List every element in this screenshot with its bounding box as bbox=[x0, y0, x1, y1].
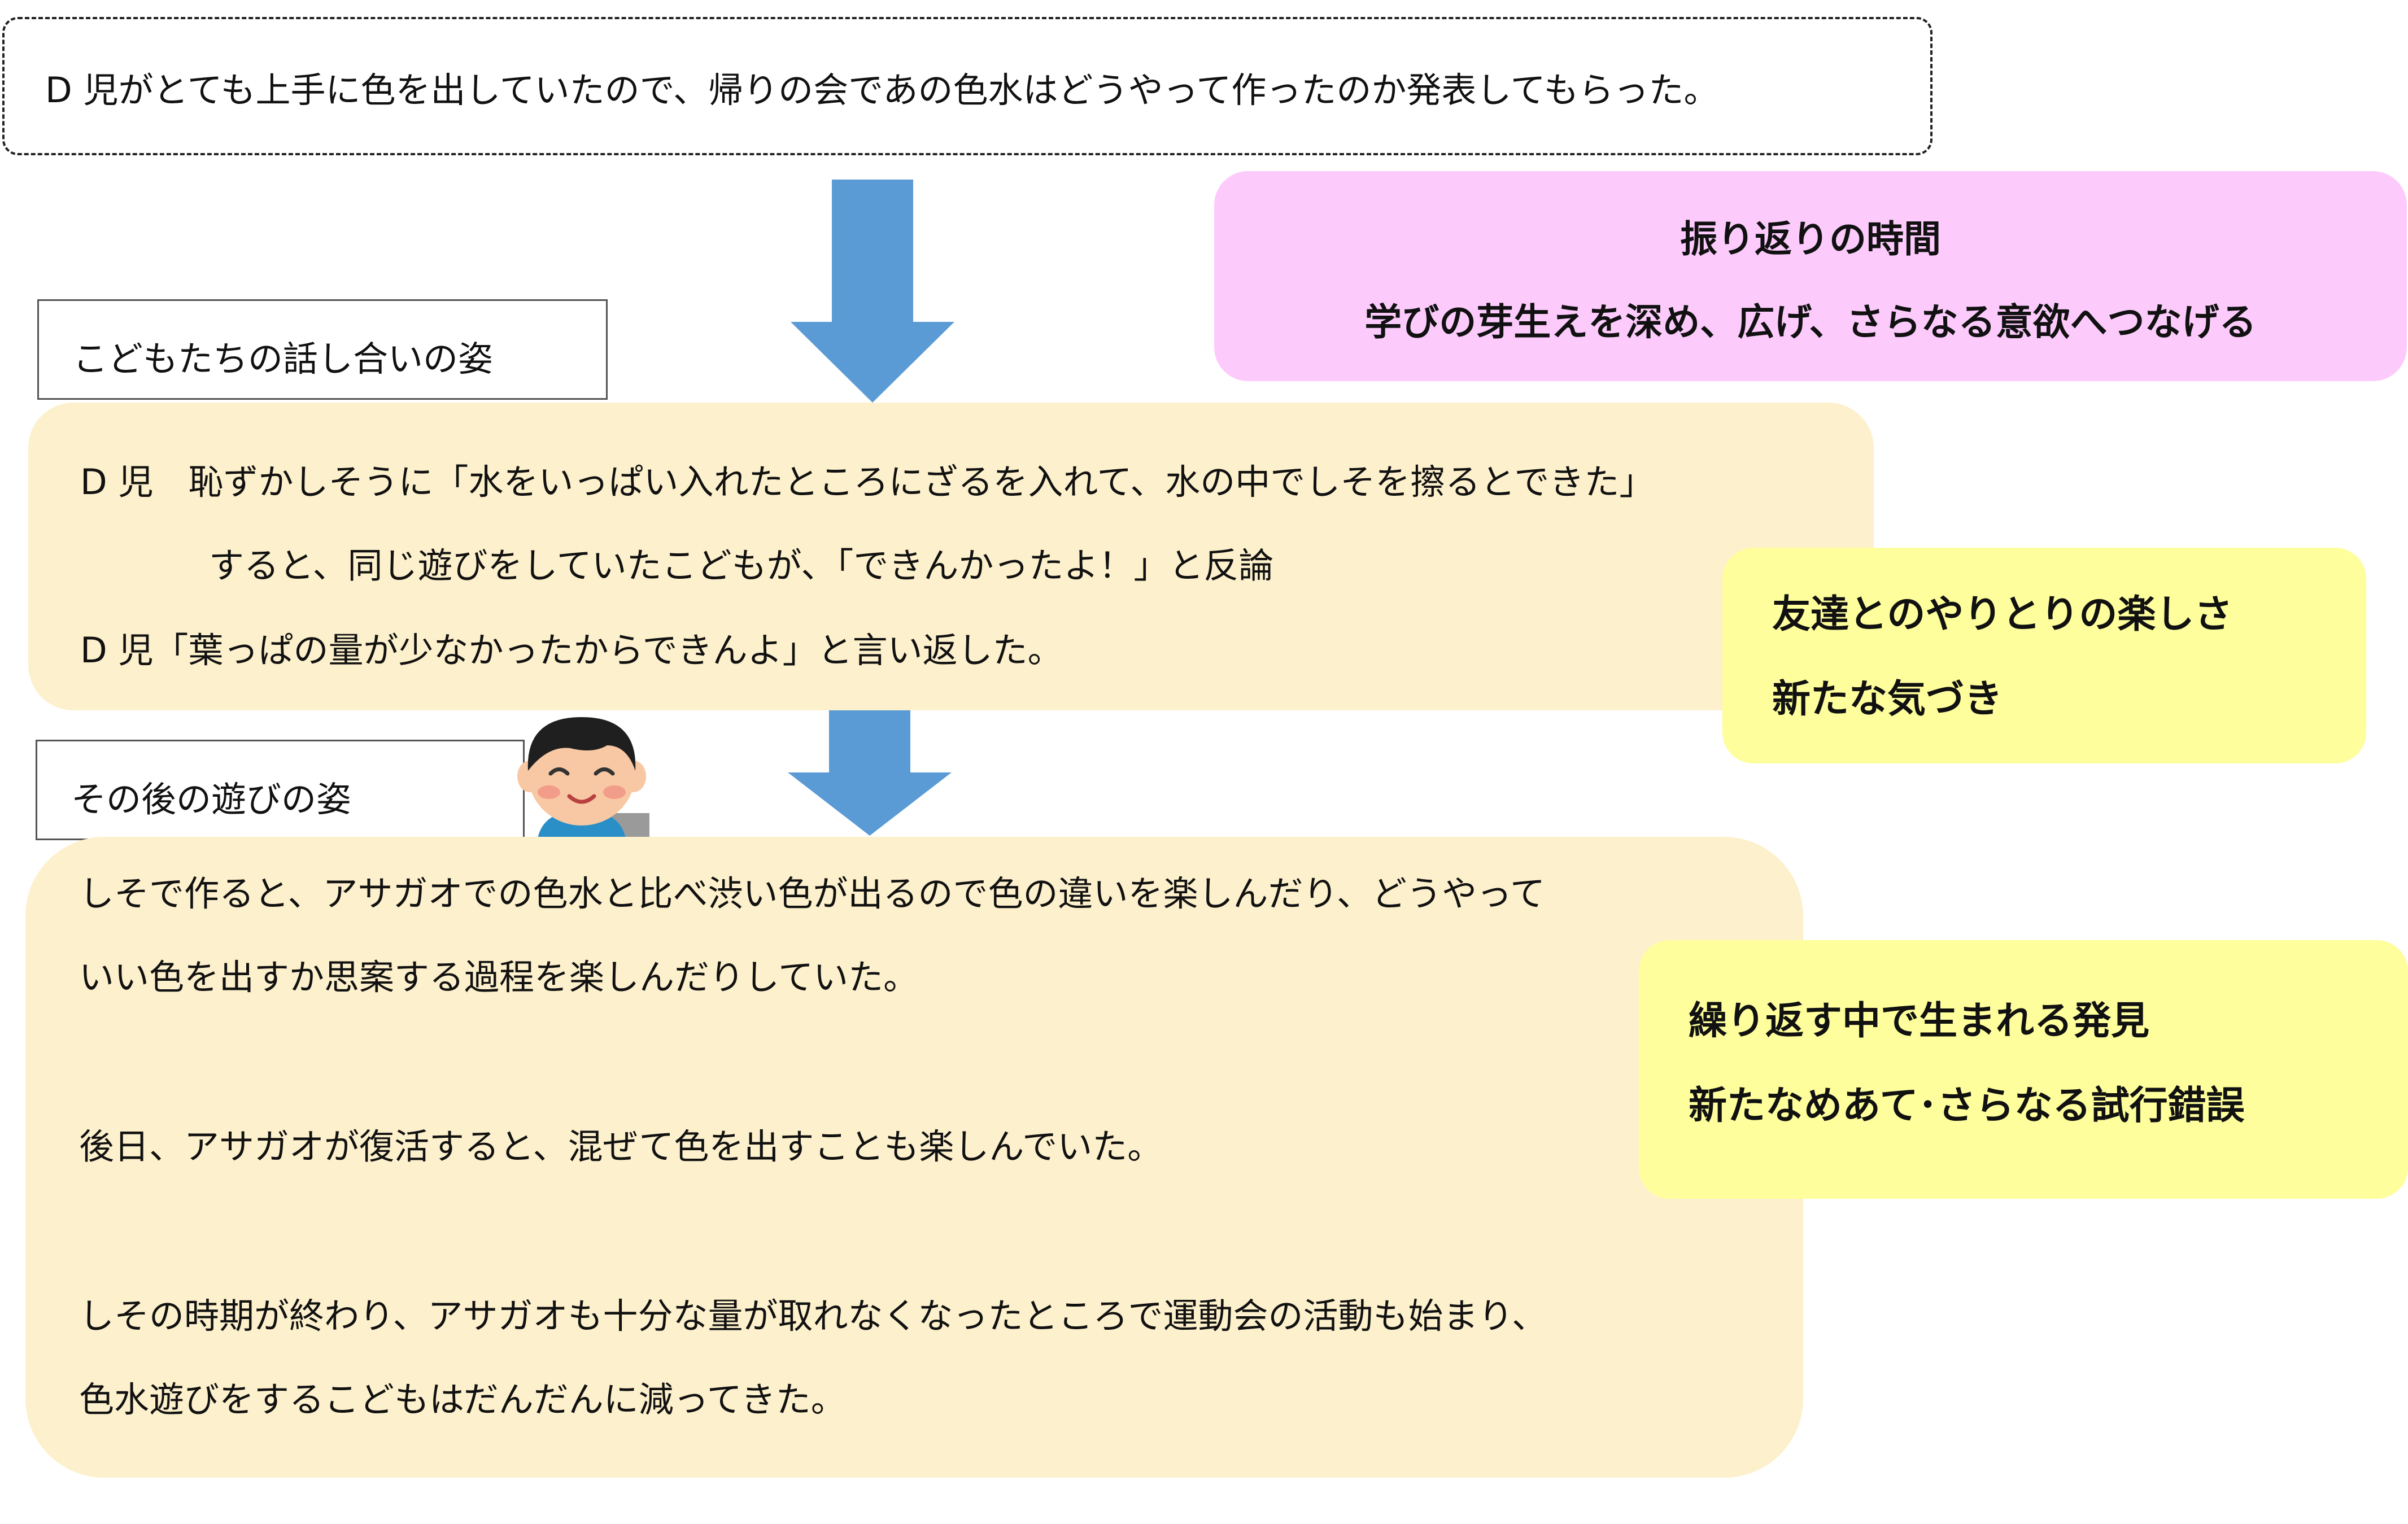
intro-box: D 児がとても上手に色を出していたので、帰りの会であの色水はどうやって作ったのか… bbox=[2, 17, 1932, 155]
down-arrow-icon bbox=[791, 180, 954, 403]
discussion-label-box: こどもたちの話し合いの姿 bbox=[37, 299, 608, 400]
afterplay-line-1: しそで作ると、アサガオでの色水と比べ渋い色が出るので色の違いを楽しんだり、どうや… bbox=[79, 873, 1545, 914]
reflection-title: 振り返りの時間 bbox=[1680, 217, 1941, 261]
friends-line-2: 新たな気づき bbox=[1772, 677, 2003, 722]
afterplay-label-box: その後の遊びの姿 bbox=[36, 740, 525, 840]
afterplay-line-2: いい色を出すか思案する過程を楽しんだりしていた。 bbox=[79, 957, 919, 998]
discovery-line-2: 新たなめあて･さらなる試行錯誤 bbox=[1689, 1084, 2245, 1128]
down-arrow-icon bbox=[788, 710, 952, 836]
smiling-child-icon bbox=[517, 717, 649, 850]
friends-insight-box: 友達とのやりとりの楽しさ 新たな気づき bbox=[1722, 548, 2366, 763]
afterplay-label: その後の遊びの姿 bbox=[71, 779, 352, 820]
discussion-line-2: すると、同じ遊びをしていたこどもが、「できんかったよ！」と反論 bbox=[209, 545, 1274, 586]
discovery-line-1: 繰り返す中で生まれる発見 bbox=[1689, 999, 2150, 1043]
afterplay-line-4: しその時期が終わり、アサガオも十分な量が取れなくなったところで運動会の活動も始ま… bbox=[79, 1295, 1547, 1337]
intro-text: D 児がとても上手に色を出していたので、帰りの会であの色水はどうやって作ったのか… bbox=[45, 69, 1719, 111]
afterplay-box: しそで作ると、アサガオでの色水と比べ渋い色が出るので色の違いを楽しんだり、どうや… bbox=[25, 837, 1803, 1478]
discussion-box: D 児 恥ずかしそうに「水をいっぱい入れたところにざるを入れて、水の中でしそを擦… bbox=[28, 403, 1874, 710]
discussion-label: こどもたちの話し合いの姿 bbox=[73, 338, 494, 379]
afterplay-line-5: 色水遊びをするこどもはだんだんに減ってきた。 bbox=[79, 1379, 846, 1420]
discussion-line-1: D 児 恥ずかしそうに「水をいっぱい入れたところにざるを入れて、水の中でしそを擦… bbox=[80, 461, 1655, 503]
friends-line-1: 友達とのやりとりの楽しさ bbox=[1772, 592, 2233, 637]
discovery-insight-box: 繰り返す中で生まれる発見 新たなめあて･さらなる試行錯誤 bbox=[1639, 940, 2408, 1199]
reflection-subtitle: 学びの芽生えを深め、広げ、さらなる意欲へつなげる bbox=[1364, 300, 2257, 344]
afterplay-line-3: 後日、アサガオが復活すると、混ぜて色を出すことも楽しんでいた。 bbox=[79, 1126, 1163, 1167]
reflection-box: 振り返りの時間 学びの芽生えを深め、広げ、さらなる意欲へつなげる bbox=[1214, 171, 2407, 381]
discussion-line-3: D 児「葉っぱの量が少なかったからできんよ」と言い返した。 bbox=[80, 630, 1063, 671]
